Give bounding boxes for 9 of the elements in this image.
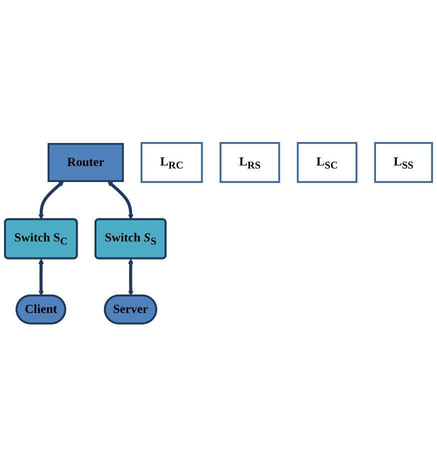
arrow	[108, 181, 134, 220]
arrow	[128, 258, 134, 296]
node-box: L$_{SC}$	[296, 142, 358, 184]
node-box: Router	[48, 143, 124, 182]
node-box: L$_{SS}$	[374, 142, 433, 184]
arrow	[38, 258, 44, 296]
node-box: L$_{RC}$	[140, 142, 203, 184]
arrow	[38, 181, 64, 220]
node-box: L$_{RS}$	[220, 142, 280, 184]
